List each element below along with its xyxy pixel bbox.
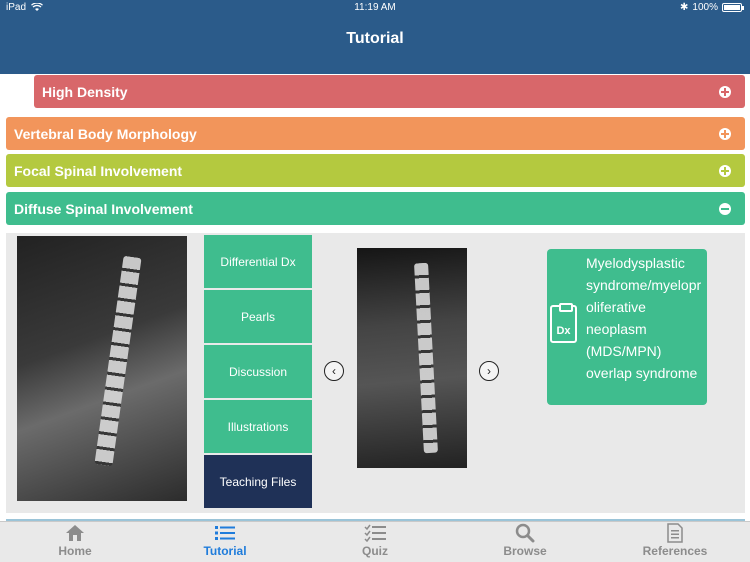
tab-pearls[interactable]: Pearls — [204, 290, 312, 343]
accordion-label: Focal Spinal Involvement — [14, 162, 183, 179]
tutorial-tab-menu: Differential Dx Pearls Discussion Illust… — [204, 235, 312, 510]
clipboard-dx-icon: Dx — [550, 303, 577, 343]
accordion-diffuse-spinal-involvement[interactable]: Diffuse Spinal Involvement — [6, 192, 745, 225]
tab-illustrations[interactable]: Illustrations — [204, 400, 312, 453]
checklist-icon — [364, 523, 386, 543]
status-bar: iPad 11:19 AM ✱ 100% — [0, 0, 750, 16]
accordion-vertebral-body-morphology[interactable]: Vertebral Body Morphology — [6, 117, 745, 150]
home-icon — [64, 523, 86, 543]
status-right: ✱ 100% — [680, 2, 744, 13]
page-title: Tutorial — [346, 30, 404, 47]
tabbar-home[interactable]: Home — [0, 522, 150, 562]
tab-discussion[interactable]: Discussion — [204, 345, 312, 398]
wifi-icon — [31, 3, 43, 11]
tab-differential-dx[interactable]: Differential Dx — [204, 235, 312, 288]
accordion-label: Vertebral Body Morphology — [14, 125, 197, 142]
status-left: iPad — [6, 2, 43, 13]
accordion-high-density[interactable]: High Density — [34, 75, 745, 108]
bottom-tab-bar: Home Tutorial Quiz Browse — [0, 521, 750, 562]
bluetooth-icon: ✱ — [680, 2, 689, 13]
diagnosis-text: Myelodysplastic syndrome/myeloproliferat… — [586, 255, 702, 381]
tabbar-label: Home — [58, 544, 92, 558]
ct-scan-image-main[interactable] — [17, 236, 187, 501]
list-icon — [214, 523, 236, 543]
ct-scan-image-thumbnail[interactable] — [357, 248, 467, 468]
previous-image-button[interactable]: ‹ — [324, 361, 344, 381]
tabbar-references[interactable]: References — [600, 522, 750, 562]
expand-icon[interactable] — [719, 164, 731, 177]
tab-teaching-files[interactable]: Teaching Files — [204, 455, 312, 508]
search-icon — [514, 523, 536, 543]
tabbar-label: Quiz — [362, 544, 388, 558]
content-divider — [6, 519, 745, 521]
expand-icon[interactable] — [719, 85, 731, 98]
spine-shape — [414, 262, 438, 454]
battery-icon — [722, 3, 744, 12]
tabbar-label: References — [642, 544, 708, 558]
accordion-label: Diffuse Spinal Involvement — [14, 200, 193, 217]
spine-shape — [94, 255, 142, 467]
accordion-label: High Density — [42, 83, 128, 100]
diagnosis-card[interactable]: Dx Myelodysplastic syndrome/myeloprolife… — [547, 249, 707, 405]
dx-icon-label: Dx — [556, 325, 571, 337]
accordion-focal-spinal-involvement[interactable]: Focal Spinal Involvement — [6, 154, 745, 187]
battery-percent: 100% — [692, 2, 718, 13]
expand-icon[interactable] — [719, 127, 731, 140]
tabbar-tutorial[interactable]: Tutorial — [150, 522, 300, 562]
status-time: 11:19 AM — [354, 2, 396, 13]
tabbar-quiz[interactable]: Quiz — [300, 522, 450, 562]
chevron-left-icon: ‹ — [332, 364, 336, 378]
device-name: iPad — [6, 2, 27, 13]
document-icon — [664, 523, 686, 543]
navigation-bar: iPad 11:19 AM ✱ 100% Tutorial — [0, 0, 750, 74]
tabbar-label: Browse — [503, 544, 547, 558]
tabbar-label: Tutorial — [203, 544, 247, 558]
next-image-button[interactable]: › — [479, 361, 499, 381]
tabbar-browse[interactable]: Browse — [450, 522, 600, 562]
collapse-icon[interactable] — [719, 202, 731, 215]
chevron-right-icon: › — [487, 364, 491, 378]
